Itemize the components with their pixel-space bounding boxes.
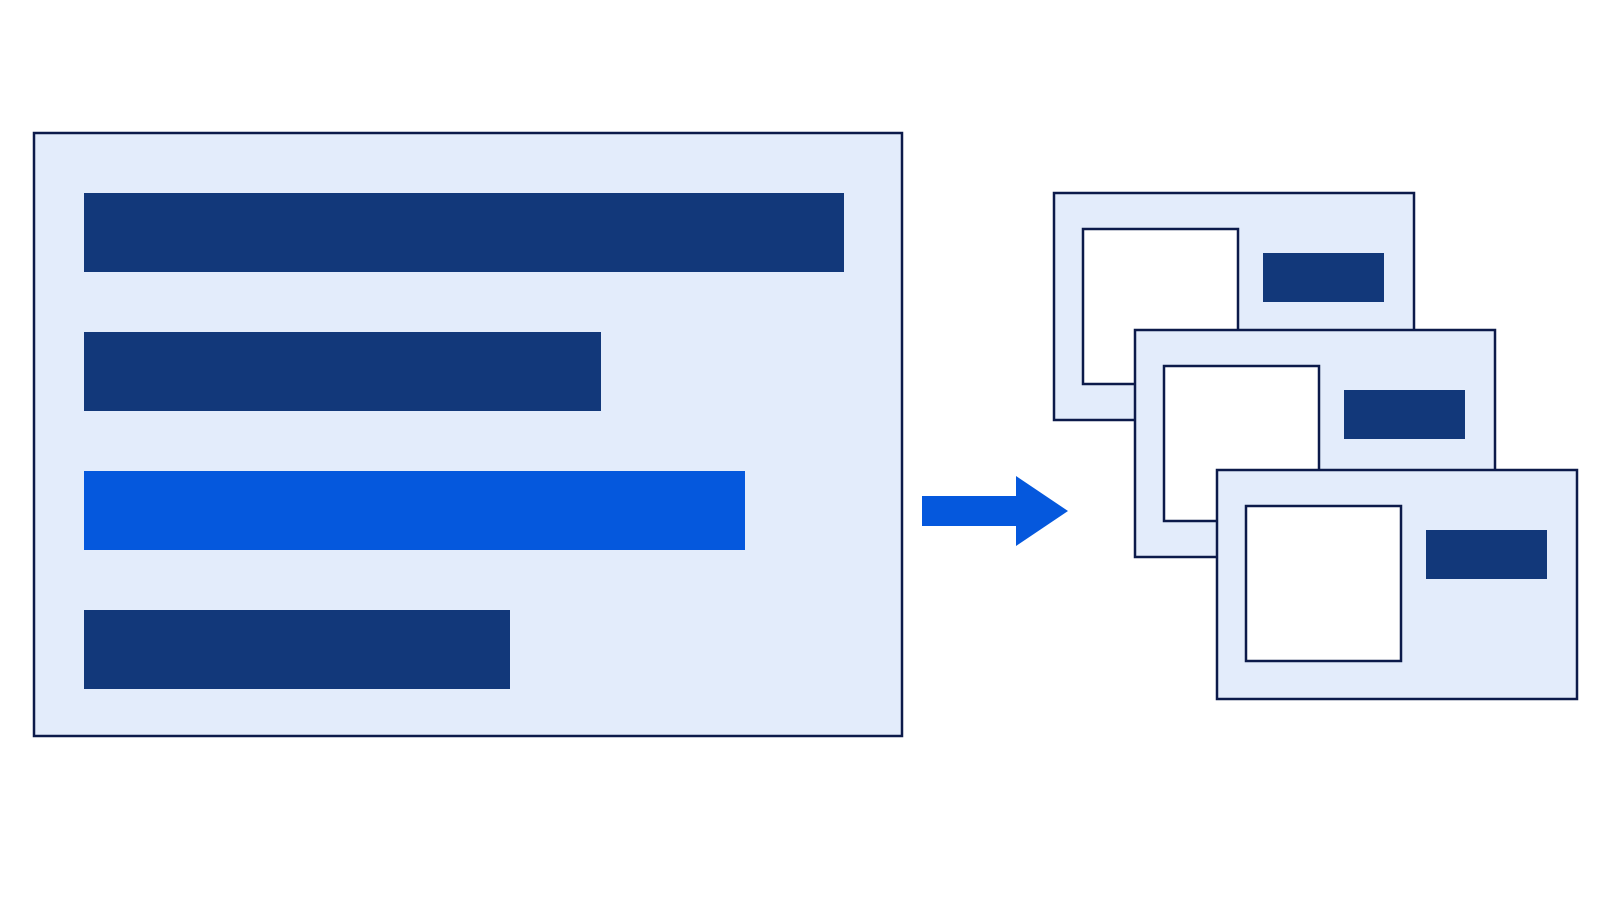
- source-bar: [84, 610, 510, 689]
- source-panel: [32, 131, 904, 738]
- card: [1215, 468, 1579, 701]
- source-bar: [84, 332, 601, 411]
- source-bar: [84, 193, 844, 272]
- card-bar: [1426, 530, 1547, 579]
- card-bar: [1344, 390, 1465, 439]
- card-bar: [1263, 253, 1384, 302]
- source-bar: [84, 471, 745, 550]
- card-stack: [1052, 191, 1579, 701]
- arrow-right-icon: [922, 476, 1068, 546]
- arrow-shape: [922, 476, 1068, 546]
- source-bars: [84, 193, 844, 689]
- image-placeholder-icon: [1244, 504, 1403, 663]
